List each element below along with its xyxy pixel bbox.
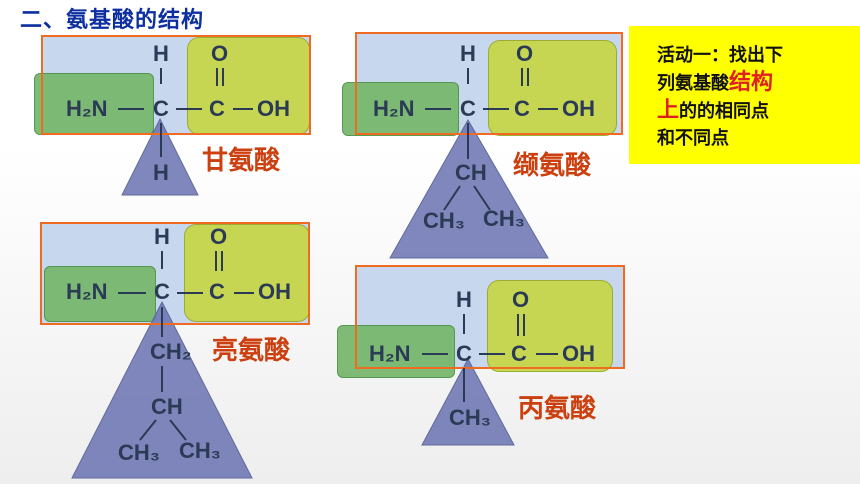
atom-h-top: H — [153, 41, 169, 66]
carboxyl-group-highlight — [488, 40, 617, 136]
bond — [467, 123, 469, 159]
atom-o: O — [516, 41, 534, 66]
bond — [425, 108, 451, 110]
backbone-outline — [40, 222, 310, 325]
bond — [176, 108, 202, 110]
bond — [538, 108, 558, 110]
bond — [222, 68, 224, 86]
bond — [216, 68, 218, 86]
r-group-ch3: CH₃ — [118, 440, 160, 465]
r-group-bonds — [443, 185, 491, 211]
r-group-ch3: CH₃ — [449, 405, 491, 430]
atom-o: O — [211, 41, 229, 66]
hydroxyl-group: OH — [562, 96, 595, 121]
activity-box: 活动一：找出下 列氨基酸结构 上的的相同点 和不同点 — [629, 26, 860, 164]
r-group-label: H — [153, 160, 169, 185]
hydroxyl-group: OH — [258, 279, 291, 304]
r-group-ch2: CH₂ — [150, 339, 192, 364]
bond — [160, 68, 162, 84]
hydroxyl-group: OH — [257, 96, 290, 121]
amino-group: H₂N — [369, 341, 411, 366]
amino-acid-name: 甘氨酸 — [202, 146, 281, 176]
backbone-outline — [355, 32, 623, 135]
r-group-bonds — [139, 419, 187, 441]
r-group-triangle — [389, 118, 549, 259]
bond — [161, 307, 163, 337]
atom-o: O — [210, 224, 228, 249]
bond — [479, 353, 505, 355]
activity-text: 的的相同点 — [679, 101, 770, 122]
amino-acid-name: 亮氨酸 — [212, 336, 291, 366]
amino-acid-name: 缬氨酸 — [513, 151, 592, 181]
bond — [422, 353, 448, 355]
bond — [521, 68, 523, 86]
backbone-outline — [355, 265, 625, 369]
carboxyl-group-highlight — [184, 224, 310, 322]
r-group-ch: CH — [151, 394, 183, 419]
hydroxyl-group: OH — [562, 341, 595, 366]
atom-c-alpha: C — [456, 341, 472, 366]
amino-group-highlight — [44, 266, 156, 322]
atom-c-carboxyl: C — [511, 341, 527, 366]
bond — [118, 108, 144, 110]
atom-c-alpha: C — [154, 279, 170, 304]
atom-c-carboxyl: C — [209, 279, 225, 304]
atom-h-top: H — [460, 41, 476, 66]
bond — [118, 292, 146, 294]
activity-text: 列氨基酸 — [657, 73, 729, 94]
page-title: 二、氨基酸的结构 — [20, 8, 205, 33]
bond — [536, 353, 558, 355]
atom-c-alpha: C — [153, 96, 169, 121]
r-group-ch3: CH₃ — [179, 438, 221, 463]
bond — [161, 251, 163, 269]
activity-highlight: 结构 — [729, 70, 774, 95]
bond — [527, 68, 529, 86]
r-group-triangle — [421, 357, 515, 446]
amino-group: H₂N — [66, 279, 108, 304]
activity-line: 活动一：找出下 — [657, 45, 783, 66]
activity-highlight: 上 — [657, 98, 680, 123]
bond — [523, 314, 525, 336]
carboxyl-group-highlight — [487, 280, 613, 372]
bond — [234, 292, 254, 294]
atom-h-top: H — [456, 287, 472, 312]
atom-h-top: H — [154, 224, 170, 249]
amino-group-highlight — [34, 73, 154, 135]
bond — [463, 314, 465, 334]
bond — [215, 251, 217, 271]
amino-acid-name: 丙氨酸 — [518, 394, 597, 424]
bond — [161, 366, 163, 392]
r-group-ch: CH — [455, 160, 487, 185]
activity-line: 列氨基酸结构 — [657, 69, 850, 97]
bond — [483, 108, 509, 110]
activity-line: 和不同点 — [657, 128, 729, 149]
atom-c-carboxyl: C — [514, 96, 530, 121]
backbone-outline — [41, 35, 311, 135]
bond — [233, 108, 253, 110]
atom-o: O — [512, 287, 530, 312]
amino-group: H₂N — [66, 96, 108, 121]
bond — [467, 68, 469, 84]
r-group-ch3: CH₃ — [483, 206, 525, 231]
r-group-triangle — [121, 117, 199, 196]
bond — [160, 123, 162, 157]
bond — [517, 314, 519, 336]
atom-c-alpha: C — [460, 96, 476, 121]
bond — [177, 292, 203, 294]
bond — [221, 251, 223, 271]
bond — [463, 368, 465, 402]
atom-c-carboxyl: C — [209, 96, 225, 121]
amino-group: H₂N — [373, 96, 415, 121]
activity-line: 上的的相同点 — [657, 97, 850, 125]
r-group-ch3: CH₃ — [423, 208, 465, 233]
